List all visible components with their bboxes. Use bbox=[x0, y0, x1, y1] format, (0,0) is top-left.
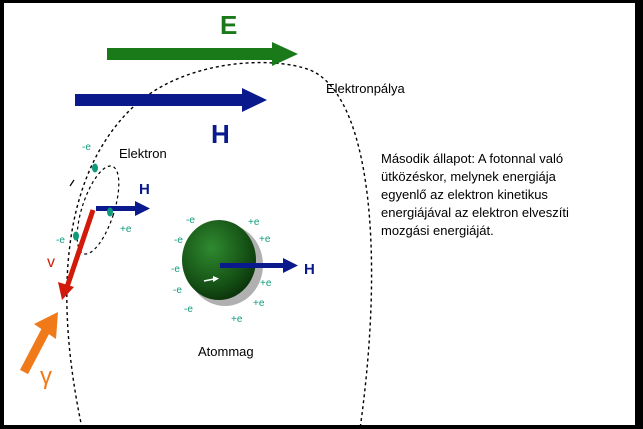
nucleus-inner-arrow bbox=[203, 276, 219, 282]
electron-dot bbox=[107, 207, 113, 217]
h-field-arrow bbox=[75, 88, 267, 112]
neg-charge-label: -e bbox=[56, 235, 65, 246]
e-field-arrow bbox=[107, 42, 298, 66]
h-field-label: H bbox=[211, 119, 230, 149]
h-electron-label: H bbox=[139, 181, 150, 198]
velocity-label: v bbox=[47, 254, 55, 271]
orbit-path bbox=[66, 61, 373, 429]
neg-charge-label: -e bbox=[171, 264, 180, 275]
nucleus-label: Atommag bbox=[198, 344, 254, 359]
electron-label: Elektron bbox=[119, 146, 167, 161]
pos-charge-label: +e bbox=[260, 278, 272, 289]
pos-charge-label: +e bbox=[253, 298, 265, 309]
h-nucleus-arrow bbox=[220, 258, 298, 273]
neg-charge-label: -e bbox=[184, 304, 193, 315]
h-nucleus-label: H bbox=[304, 261, 315, 278]
electron-dot bbox=[73, 231, 79, 241]
neg-charge-label: -e bbox=[186, 215, 195, 226]
electron-dot bbox=[92, 163, 98, 173]
neg-charge-label: -e bbox=[82, 142, 91, 153]
e-field-label: E bbox=[220, 10, 237, 40]
gamma-label: γ bbox=[40, 363, 52, 390]
neg-charge-label: -e bbox=[174, 235, 183, 246]
pos-charge-label: +e bbox=[259, 234, 271, 245]
description-text: Második állapot: A fotonnal való ütközés… bbox=[381, 151, 569, 238]
velocity-arrow bbox=[58, 209, 96, 300]
h-electron-arrow bbox=[96, 201, 150, 216]
pos-charge-label: +e bbox=[231, 314, 243, 325]
electron-orbit-arrow bbox=[69, 179, 75, 187]
pos-charge-label: +e bbox=[248, 217, 260, 228]
electron-orbit bbox=[76, 165, 120, 255]
pos-charge-label: +e bbox=[120, 224, 132, 235]
nucleus bbox=[182, 220, 256, 300]
orbit-label: Elektronpálya bbox=[326, 81, 406, 96]
photon-arrow bbox=[20, 312, 58, 375]
neg-charge-label: -e bbox=[173, 285, 182, 296]
